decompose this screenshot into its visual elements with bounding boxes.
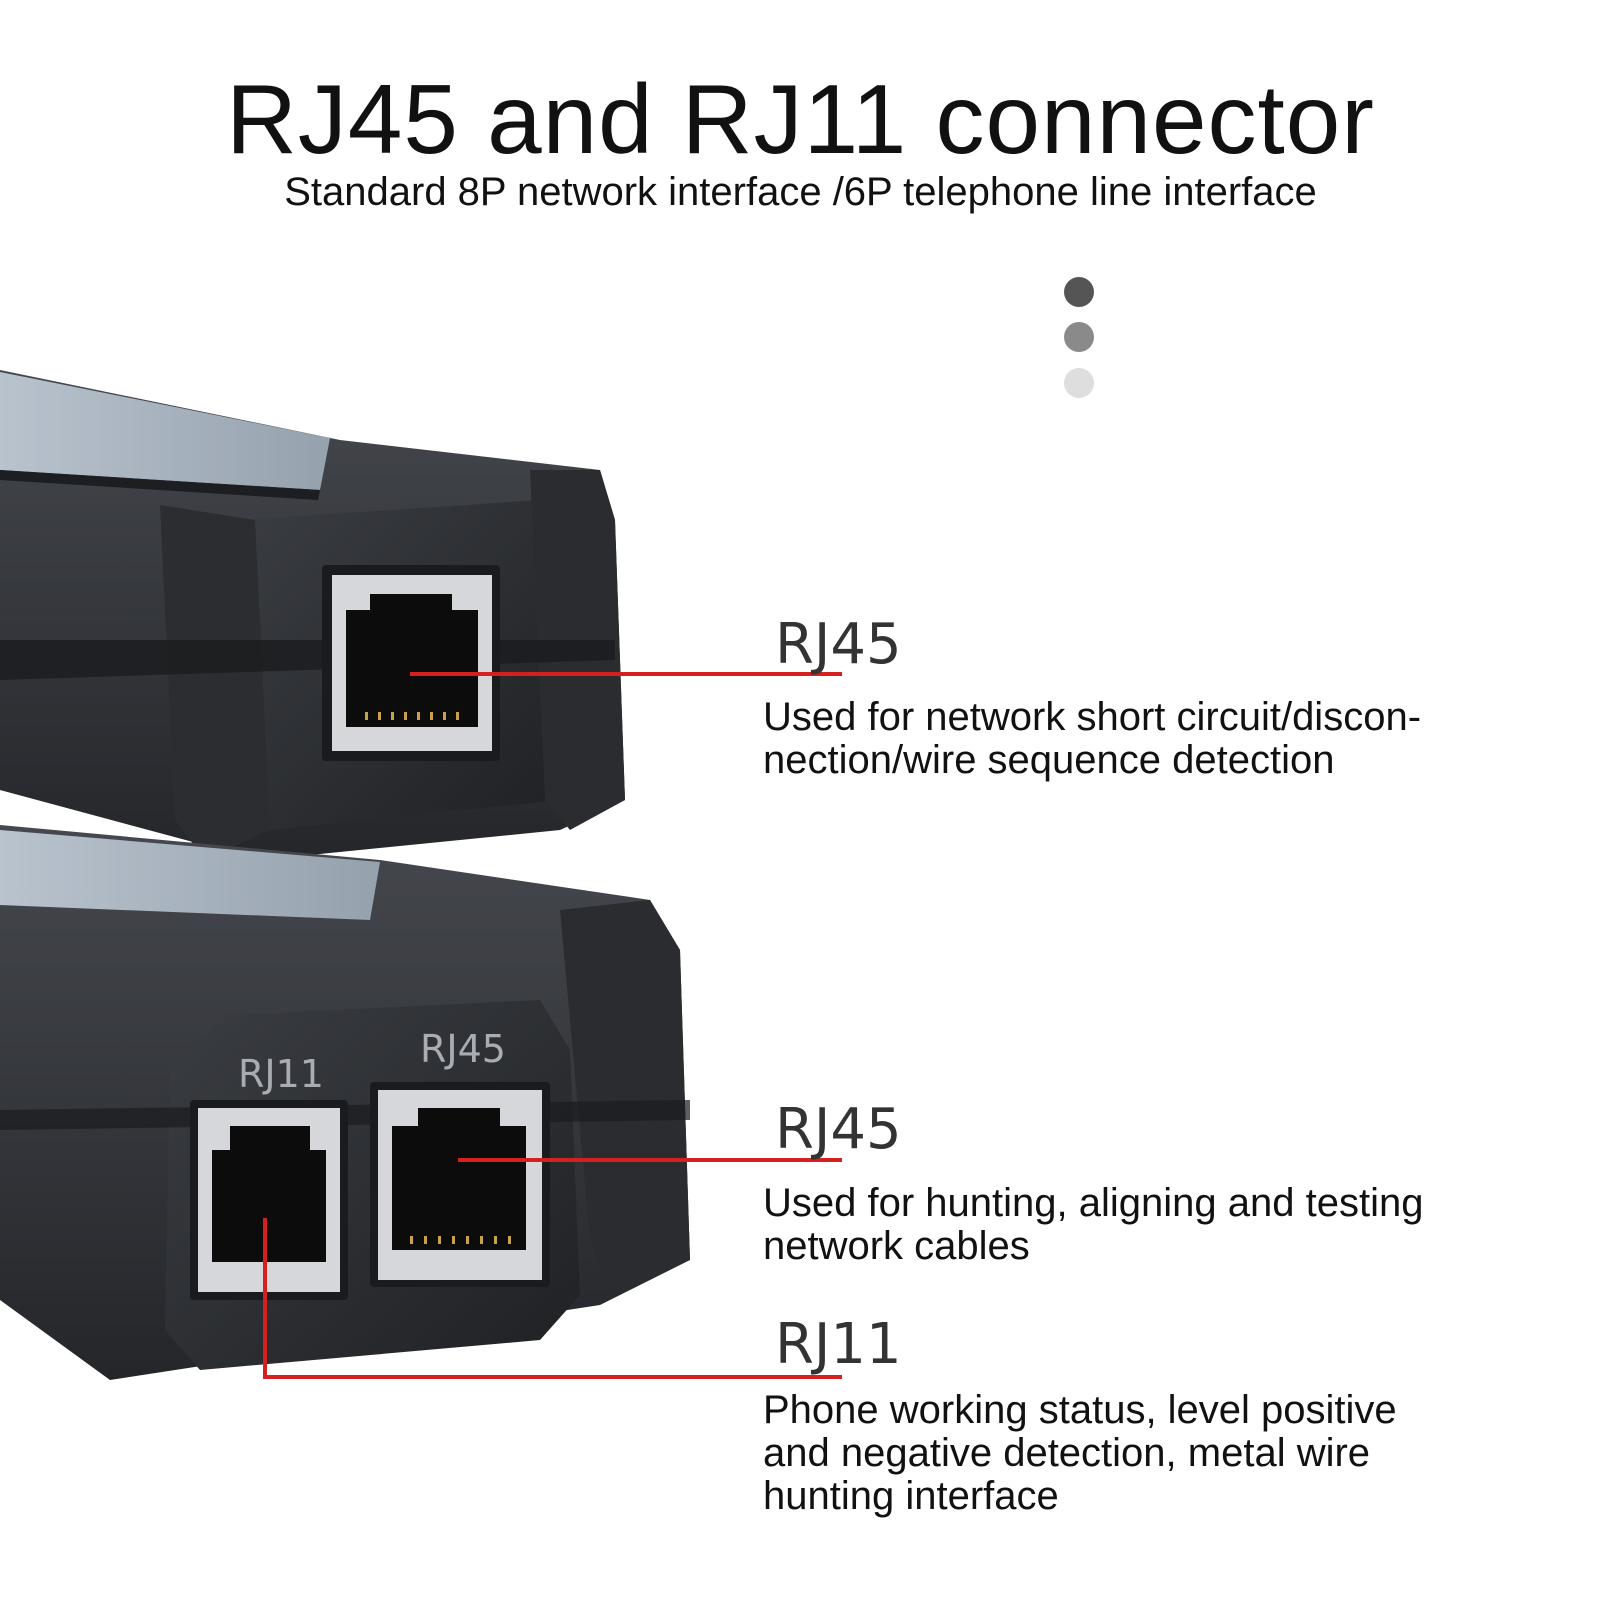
callout-description-upper-rj45: Used for network short circuit/discon- n…	[763, 695, 1422, 782]
upper-device-display-panel	[0, 372, 330, 490]
indicator-dot-2	[1064, 322, 1094, 352]
page-title: RJ45 and RJ11 connector	[226, 64, 1375, 174]
callout-description-lower-rj45: Used for hunting, aligning and testing n…	[763, 1181, 1424, 1268]
lower-device-display-panel	[0, 830, 380, 920]
device-embossed-label-rj45: RJ45	[420, 1027, 506, 1071]
device-embossed-label-rj11: RJ11	[238, 1052, 324, 1096]
lower-tester-device	[0, 825, 690, 1380]
callout-line-rj11	[263, 1218, 842, 1379]
indicator-dot-3	[1064, 368, 1094, 398]
callout-label-lower-rj45: RJ45	[775, 1097, 902, 1162]
indicator-dot-1	[1064, 277, 1094, 307]
callout-lines	[263, 672, 842, 1379]
page-subtitle: Standard 8P network interface /6P teleph…	[284, 170, 1317, 214]
upper-tester-device	[0, 370, 625, 860]
callout-description-rj11: Phone working status, level positive and…	[763, 1388, 1397, 1518]
callout-label-rj11: RJ11	[775, 1312, 902, 1377]
callout-label-upper-rj45: RJ45	[775, 612, 902, 677]
